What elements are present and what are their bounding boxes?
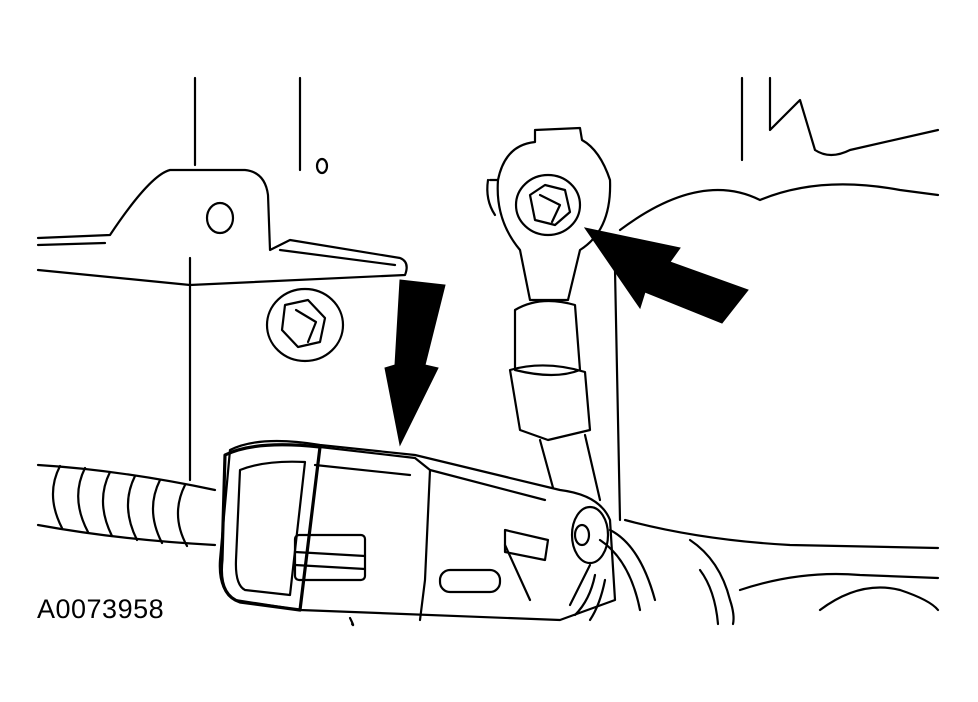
bracket-bolt [265, 287, 345, 363]
body-panel [188, 76, 940, 612]
wiring-harness [36, 463, 217, 548]
ground-cable-terminal [486, 126, 612, 302]
arrow-down-icon [384, 279, 446, 447]
arrow-diagonal-icon [583, 227, 749, 324]
small-hole [315, 157, 329, 175]
mounting-bracket [36, 157, 408, 287]
round-component [688, 538, 735, 626]
connector-wires [568, 528, 657, 622]
electrical-connector [218, 439, 617, 627]
figure-id-label: A0073958 [37, 594, 165, 624]
ground-cable [508, 299, 602, 502]
bracket-hole [205, 201, 235, 235]
